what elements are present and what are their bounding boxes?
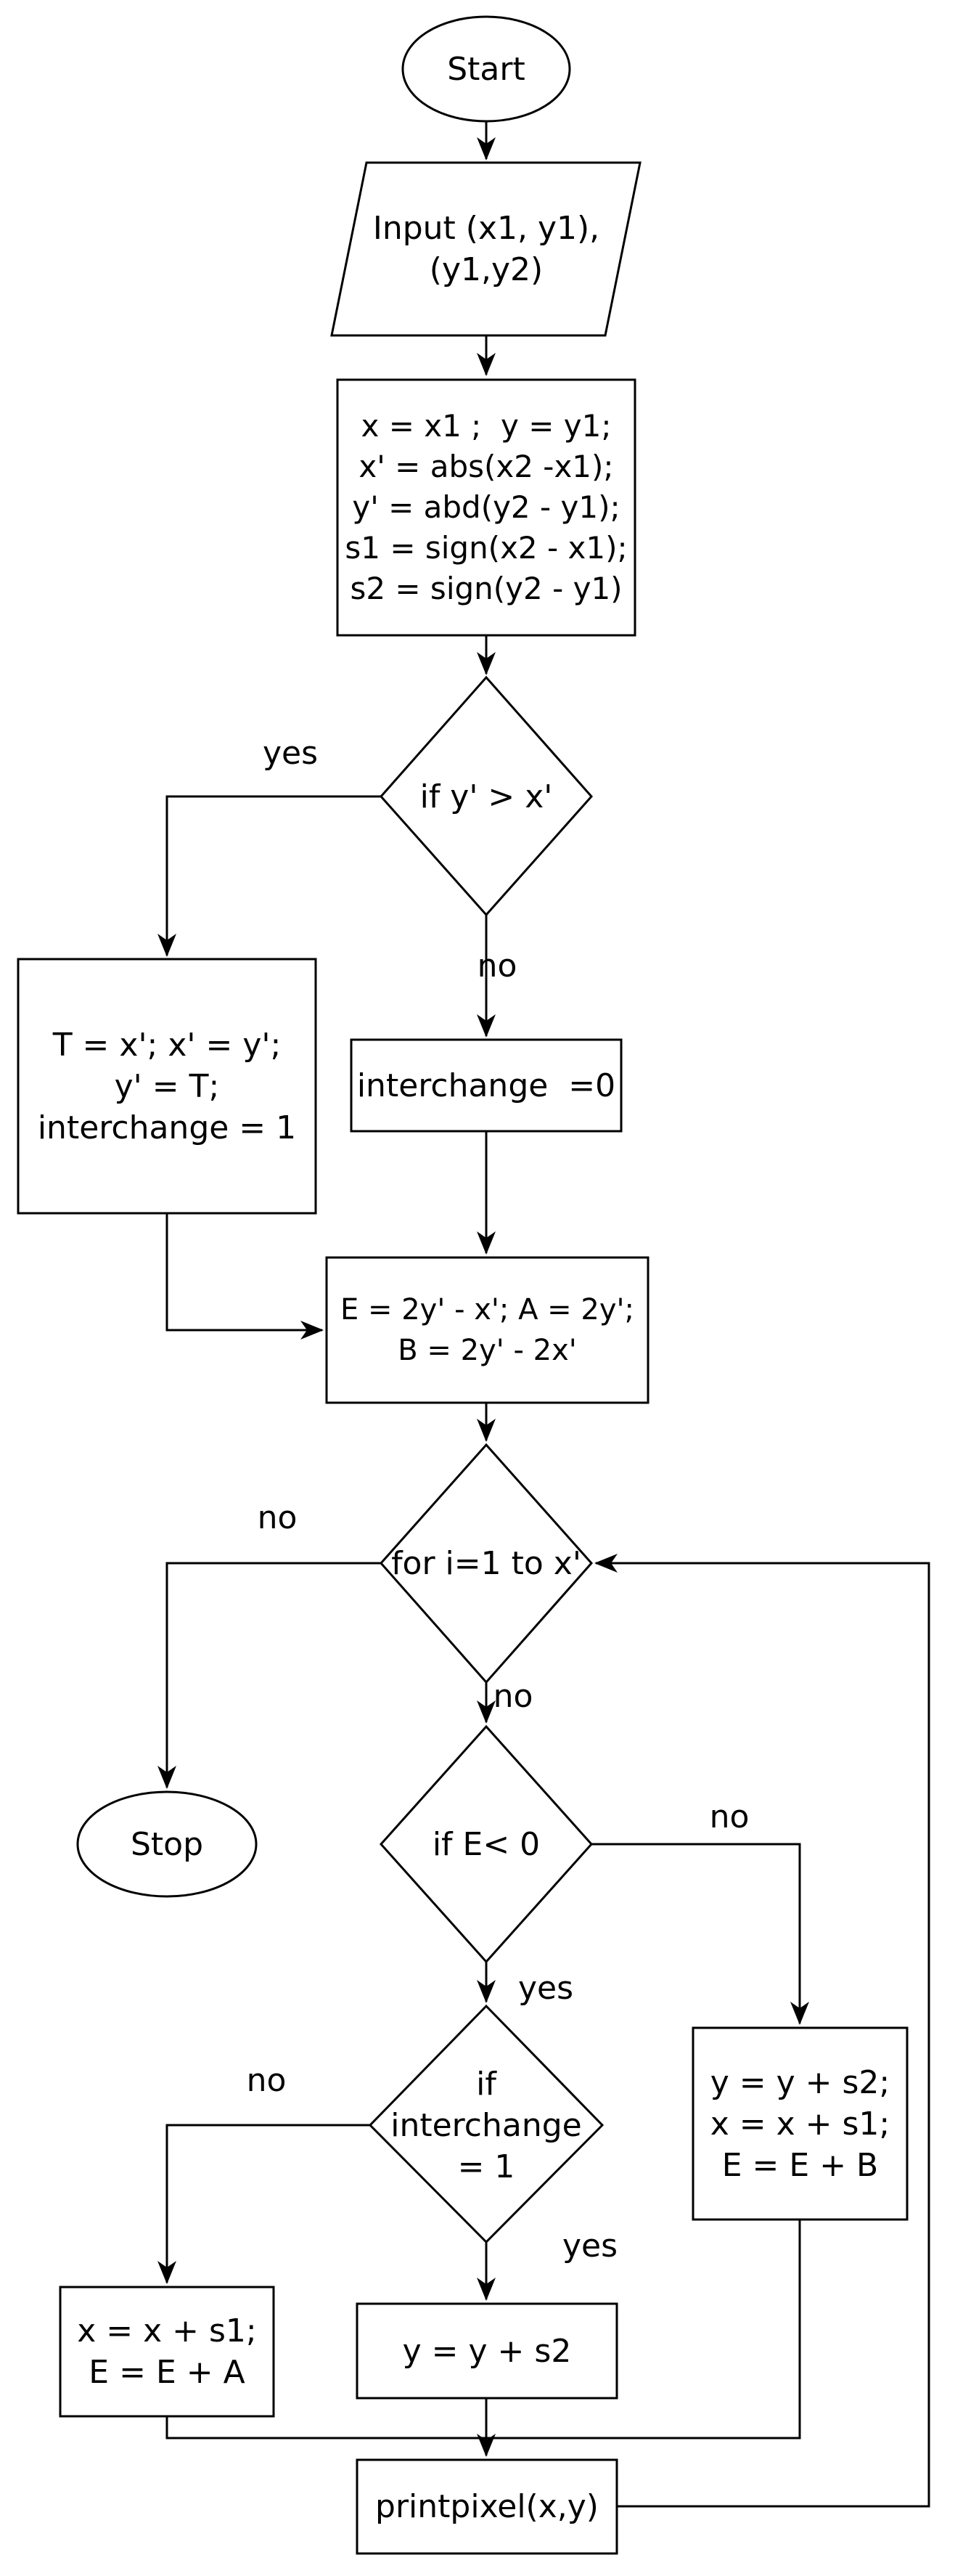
edge-echeck-no-to-stepdiagonal — [591, 1843, 809, 2025]
interchange-check-diamond-shape — [368, 2004, 605, 2244]
input-label: Input (x1, y1), (y1,y2) — [372, 210, 600, 288]
edges-group — [157, 121, 930, 2508]
step-diagonal-label: y = y + s2; x = x + s1; E = E + B — [710, 2063, 890, 2184]
e-check-no-label: no — [709, 1798, 750, 1835]
init-process-shape — [336, 378, 636, 637]
swap-check-diamond-shape — [379, 675, 594, 917]
nodes-group — [17, 15, 909, 2555]
step-x-process-shape — [59, 2286, 275, 2418]
init-e-process-shape — [325, 1256, 649, 1404]
stop-label: Stop — [130, 1825, 204, 1863]
loop-label: for i=1 to x' — [391, 1544, 581, 1582]
edge-print-loopback — [594, 1554, 930, 2508]
init-label: x = x1 ; y = y1; x' = abs(x2 -x1); y' = … — [345, 408, 628, 606]
edge-swapcheck-yes-to-swap — [157, 795, 381, 957]
start-label: Start — [447, 50, 525, 88]
print-process-shape — [356, 2458, 618, 2555]
no-swap-label: interchange =0 — [356, 1067, 616, 1104]
input-parallelogram-shape — [330, 161, 642, 337]
swap-check-label: if y' > x' — [419, 778, 553, 815]
step-diagonal-process-shape — [692, 2026, 909, 2221]
swap-process-shape — [17, 958, 317, 1215]
step-y-process-shape — [356, 2302, 618, 2400]
loop-exit-no-label: no — [257, 1499, 298, 1536]
interchange-yes-label: yes — [562, 2227, 618, 2265]
edge-interchange-no-to-stepx — [157, 2124, 370, 2284]
e-check-yes-label: yes — [517, 1969, 574, 2007]
stop-terminator-shape — [76, 1790, 258, 1898]
no-swap-process-shape — [350, 1038, 623, 1133]
print-label: printpixel(x,y) — [375, 2488, 599, 2525]
step-y-label: y = y + s2 — [402, 2332, 572, 2370]
step-x-label: x = x + s1; E = E + A — [77, 2312, 257, 2391]
interchange-no-label: no — [246, 2061, 287, 2099]
e-check-diamond-shape — [379, 1724, 594, 1964]
swap-label: T = x'; x' = y'; y' = T; interchange = 1 — [37, 1026, 297, 1146]
e-check-label: if E< 0 — [432, 1825, 541, 1863]
loop-diamond-shape — [379, 1443, 594, 1684]
start-terminator-shape — [401, 15, 571, 123]
interchange-check-label: if interchange = 1 — [390, 2065, 582, 2185]
init-e-label: E = 2y' - x'; A = 2y'; B = 2y' - 2x' — [340, 1293, 634, 1367]
edge-loop-no-to-stop — [157, 1562, 381, 1789]
edge-swap-to-inite — [165, 1213, 324, 1340]
swap-no-label: no — [477, 947, 517, 985]
swap-yes-label: yes — [262, 734, 319, 772]
loop-continue-no-label: no — [493, 1677, 533, 1715]
